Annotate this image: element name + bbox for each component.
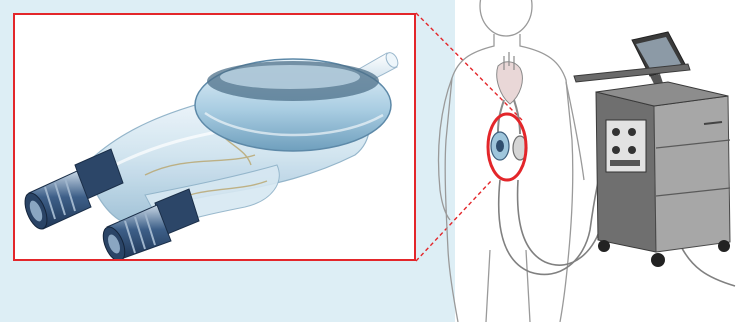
wheel-icon	[598, 240, 610, 252]
driver-console-icon	[574, 32, 730, 267]
wheel-icon	[651, 253, 665, 267]
heart-icon	[497, 52, 523, 104]
vad-pumps-on-patient	[491, 132, 527, 160]
callout-line-bottom	[416, 180, 492, 261]
wheel-icon	[718, 240, 730, 252]
patient-figure-icon	[439, 0, 585, 322]
